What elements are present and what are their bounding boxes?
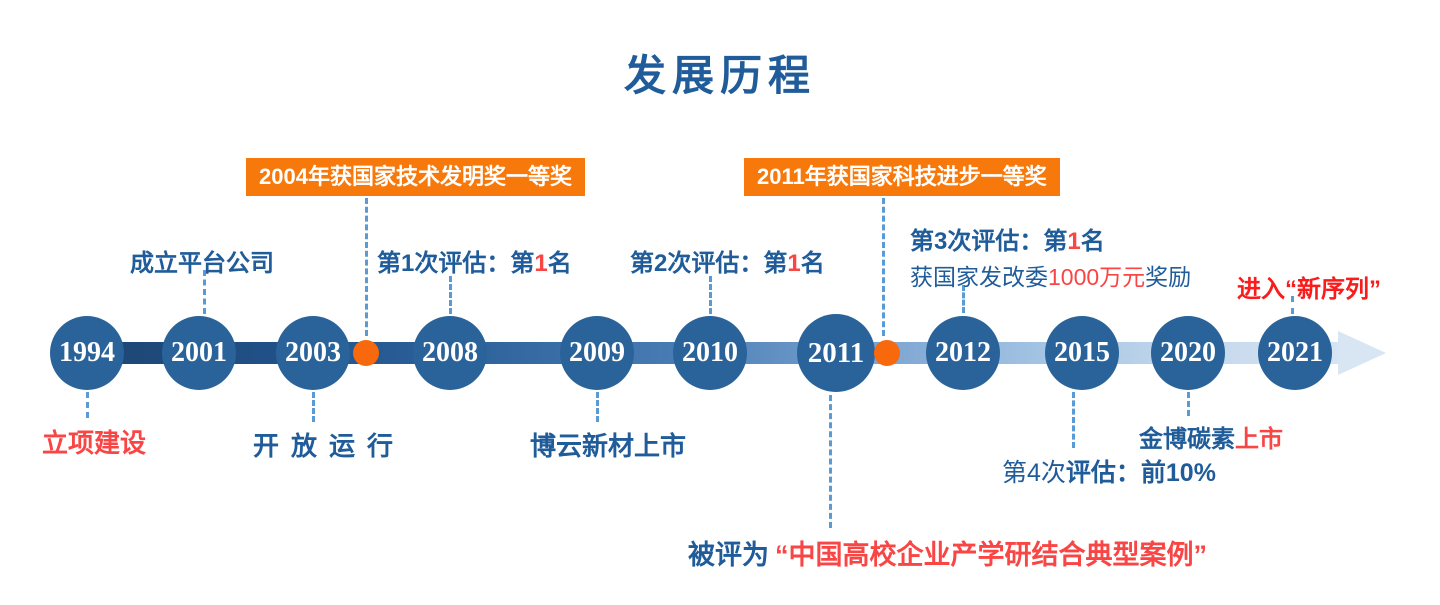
label-eval3-rank: 1 xyxy=(1067,228,1081,255)
label-eval3-suffix: 名 xyxy=(1080,228,1105,255)
label-eval2-suffix: 名 xyxy=(800,250,825,277)
label-project-start: 立项建设 xyxy=(42,428,147,458)
label-new-sequence: 进入“新序列” xyxy=(1237,276,1381,303)
milestone-dot-2004 xyxy=(353,340,379,366)
timeline-node-2003: 2003 xyxy=(276,316,350,390)
connector-boyun xyxy=(596,392,599,422)
award-banner-2011: 2011年获国家科技进步一等奖 xyxy=(744,158,1060,196)
connector-eval4 xyxy=(1072,392,1075,448)
label-ndrc-suffix: 奖励 xyxy=(1145,264,1192,290)
connector-case-award xyxy=(829,395,832,528)
timeline-node-2009: 2009 xyxy=(560,316,634,390)
label-eval2-rank: 1 xyxy=(787,250,801,277)
label-case-award-quote: “中国高校企业产学研结合典型案例” xyxy=(775,540,1207,570)
label-ndrc-award: 获国家发改委1000万元奖励 xyxy=(910,258,1191,292)
label-eval4-prefix: 第4次 xyxy=(1002,459,1066,487)
label-eval4-result: 评估：前10% xyxy=(1065,459,1216,487)
label-jinbo-listing: 金博碳素上市 xyxy=(1139,419,1283,454)
connector-eval3 xyxy=(962,285,965,313)
connector-eval2 xyxy=(709,276,712,314)
label-eval1-suffix: 名 xyxy=(547,250,572,277)
label-eval3-prefix: 第3次评估：第 xyxy=(910,228,1068,255)
award-banner-2004: 2004年获国家技术发明奖一等奖 xyxy=(246,158,585,196)
timeline-node-2020: 2020 xyxy=(1151,316,1225,390)
label-boyun-listing: 博云新材上市 xyxy=(530,431,687,461)
label-eval2: 第2次评估：第1名 xyxy=(630,243,825,278)
connector-jinbo xyxy=(1187,392,1190,416)
timeline-node-2015: 2015 xyxy=(1045,316,1119,390)
timeline-node-2012: 2012 xyxy=(926,316,1000,390)
label-eval1-prefix: 第1次评估：第 xyxy=(377,250,535,277)
connector-project-start xyxy=(86,392,89,418)
label-ndrc-prefix: 获国家发改委 xyxy=(910,264,1048,290)
connector-new-sequence xyxy=(1291,296,1294,314)
connector-open-operation xyxy=(312,392,315,422)
page-title: 发展历程 xyxy=(623,52,816,99)
label-case-award-prefix: 被评为 xyxy=(688,540,769,570)
timeline-node-1994: 1994 xyxy=(50,316,124,390)
label-ndrc-amount: 1000万元 xyxy=(1048,264,1146,290)
connector-banner-2004 xyxy=(365,198,368,336)
label-case-award: 被评为“中国高校企业产学研结合典型案例” xyxy=(688,533,1207,572)
connector-banner-2011 xyxy=(882,198,885,336)
label-eval1: 第1次评估：第1名 xyxy=(377,243,572,278)
timeline-arrow-icon xyxy=(1338,331,1386,375)
label-founding-company: 成立平台公司 xyxy=(130,250,274,277)
milestone-dot-2011 xyxy=(874,340,900,366)
label-eval3-block: 第3次评估：第1名 获国家发改委1000万元奖励 xyxy=(910,221,1191,292)
timeline-node-2001: 2001 xyxy=(162,316,236,390)
timeline-node-2011: 2011 xyxy=(797,314,875,392)
label-eval4: 第4次评估：前10% xyxy=(1002,453,1216,489)
timeline-node-2010: 2010 xyxy=(673,316,747,390)
connector-founding-company xyxy=(203,270,206,314)
label-open-operation: 开放运行 xyxy=(253,431,406,461)
timeline-node-2021: 2021 xyxy=(1258,316,1332,390)
label-eval2-prefix: 第2次评估：第 xyxy=(630,250,788,277)
timeline-node-2008: 2008 xyxy=(413,316,487,390)
label-eval1-rank: 1 xyxy=(534,250,548,277)
label-eval3: 第3次评估：第1名 xyxy=(910,221,1191,256)
connector-eval1 xyxy=(449,276,452,314)
label-jinbo-name: 金博碳素 xyxy=(1139,426,1235,453)
label-jinbo-listed: 上市 xyxy=(1235,426,1283,453)
